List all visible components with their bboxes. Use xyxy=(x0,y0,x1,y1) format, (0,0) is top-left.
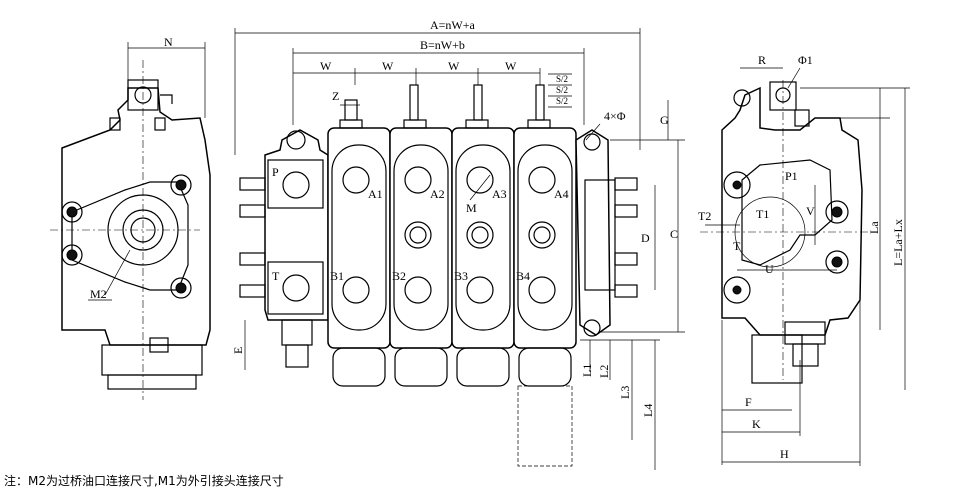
port-M: M xyxy=(466,201,477,215)
dim-C: C xyxy=(670,227,678,241)
dim-La: La xyxy=(867,221,881,234)
dim-D: D xyxy=(641,231,650,245)
dim-N: N xyxy=(164,35,173,49)
dim-G: G xyxy=(660,113,669,127)
port-A2: A2 xyxy=(430,187,445,201)
label-T1: T1 xyxy=(756,207,769,221)
label-T2: T2 xyxy=(698,209,711,223)
port-B3: B3 xyxy=(454,269,468,283)
dim-L3: L3 xyxy=(618,386,632,399)
dim-S2-3: S/2 xyxy=(556,96,568,106)
dim-Phi1: Φ1 xyxy=(798,53,813,67)
dim-4xPhi: 4×Φ xyxy=(604,109,626,123)
section-4 xyxy=(513,84,577,387)
dim-E: E xyxy=(231,347,245,354)
front-view: A=nW+a B=nW+b W W W W S/2 S/2 S/2 Z P T xyxy=(231,18,685,470)
dim-R: R xyxy=(758,53,766,67)
dim-W-3: W xyxy=(448,59,460,73)
dim-W-4: W xyxy=(505,59,517,73)
dim-S2-2: S/2 xyxy=(556,85,568,95)
port-M2-label: M2 xyxy=(90,287,107,301)
section-2 xyxy=(389,84,453,387)
port-B2: B2 xyxy=(392,269,406,283)
dim-S2-1: S/2 xyxy=(556,74,568,84)
dim-V: V xyxy=(806,204,815,218)
label-P1: P1 xyxy=(785,169,798,183)
port-A4: A4 xyxy=(554,187,569,201)
port-B1: B1 xyxy=(330,269,344,283)
dim-W-2: W xyxy=(382,59,394,73)
dim-L4: L4 xyxy=(641,404,655,417)
dim-L-total: L=La+Lx xyxy=(891,219,905,266)
dim-B: B=nW+b xyxy=(420,38,465,52)
port-B4: B4 xyxy=(516,269,530,283)
port-T: T xyxy=(272,269,280,283)
dim-H: H xyxy=(780,447,789,461)
section-1 xyxy=(327,99,391,387)
dim-L1: L1 xyxy=(580,364,594,377)
dim-W-1: W xyxy=(320,59,332,73)
dim-A: A=nW+a xyxy=(430,18,476,32)
right-side-view: P1 T1 T2 T V U R Φ1 La L=La+Lx F K H xyxy=(698,53,910,466)
port-P: P xyxy=(272,165,279,179)
dim-F: F xyxy=(745,395,752,409)
dim-U: U xyxy=(765,262,774,276)
section-3 xyxy=(451,84,515,387)
dim-L2: L2 xyxy=(597,365,611,378)
dim-Z: Z xyxy=(332,89,339,103)
label-T: T xyxy=(733,239,741,253)
port-A3: A3 xyxy=(492,187,507,201)
port-A1: A1 xyxy=(368,187,383,201)
left-side-view: N M2 xyxy=(50,35,211,400)
footnote: 注：M2为过桥油口连接尺寸,M1为外引接头连接尺寸 xyxy=(4,474,284,488)
dim-K: K xyxy=(752,417,761,431)
